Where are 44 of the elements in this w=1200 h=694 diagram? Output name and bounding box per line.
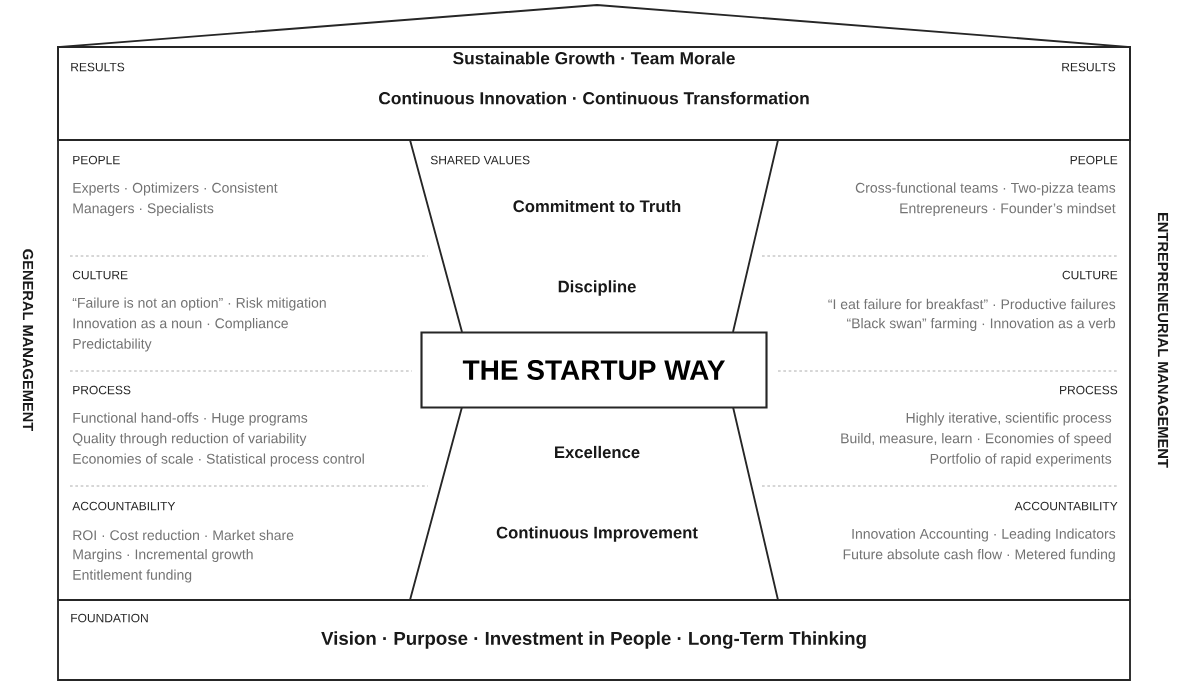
value-label: Commitment to Truth — [513, 199, 681, 213]
item-list: “Failure is not an option” · Risk mitigation — [72, 297, 326, 311]
item-list: Functional hand-offs · Huge programs — [73, 412, 308, 426]
item-list: Experts · Optimizers · Consistent — [73, 182, 278, 196]
section-heading: PEOPLE — [1070, 155, 1118, 165]
result-list: Continuous Innovation · Continuous Transformation — [379, 91, 809, 105]
item-list: ROI · Cost reduction · Market share — [73, 529, 294, 541]
item-list: Innovation as a noun · Compliance — [73, 318, 288, 332]
item-list: “Black swan” farming · Innovation as a verb — [847, 318, 1116, 332]
item-list: Build, measure, learn · Economies of speed — [841, 433, 1111, 447]
section-heading: PROCESS — [73, 385, 131, 395]
section-heading: ACCOUNTABILITY — [72, 501, 176, 511]
section-heading: PEOPLE — [73, 155, 120, 165]
item-list: Entrepreneurs · Founder’s mindset — [900, 203, 1116, 217]
section-heading: CULTURE — [72, 270, 128, 280]
item-list: Quality through reduction of variability — [72, 433, 307, 447]
section-heading: RESULTS — [71, 62, 125, 72]
section-heading: RESULTS — [1062, 62, 1116, 72]
item-list: Cross-functional teams · Two-pizza teams — [855, 182, 1116, 196]
value-label: Continuous Improvement — [496, 526, 698, 542]
item-list: Predictability — [73, 338, 152, 352]
section-heading: FOUNDATION — [71, 613, 148, 623]
value-label: Discipline — [558, 280, 636, 296]
results-box — [57, 46, 1131, 141]
section-heading: CULTURE — [1062, 270, 1118, 280]
foundation-list: Vision · Purpose · Investment in People · Long-Term Thinking — [321, 631, 866, 649]
item-list: Innovation Accounting · Leading Indicators — [852, 528, 1116, 542]
side-label: ENTREPRENEURIAL MANAGEMENT — [1157, 213, 1169, 468]
item-list: Future absolute cash flow · Metered funding — [843, 549, 1115, 563]
title-box: THE STARTUP WAY — [420, 331, 768, 409]
item-list: Entitlement funding — [73, 569, 192, 583]
section-heading: SHARED VALUES — [430, 155, 530, 165]
item-list: Portfolio of rapid experiments — [930, 453, 1112, 467]
section-heading: PROCESS — [1060, 385, 1118, 395]
foundation-box — [57, 599, 1131, 681]
result-list: Sustainable Growth · Team Morale — [453, 51, 735, 65]
item-list: Margins · Incremental growth — [73, 549, 253, 563]
item-list: “I eat failure for breakfast” · Productive failures — [828, 298, 1116, 310]
item-list: Highly iterative, scientific process — [906, 412, 1112, 426]
item-list: Managers · Specialists — [73, 203, 214, 217]
value-label: Excellence — [555, 445, 640, 459]
item-list: Economies of scale · Statistical process control — [73, 453, 364, 467]
section-heading: ACCOUNTABILITY — [1014, 501, 1118, 511]
side-label: GENERAL MANAGEMENT — [22, 249, 34, 432]
